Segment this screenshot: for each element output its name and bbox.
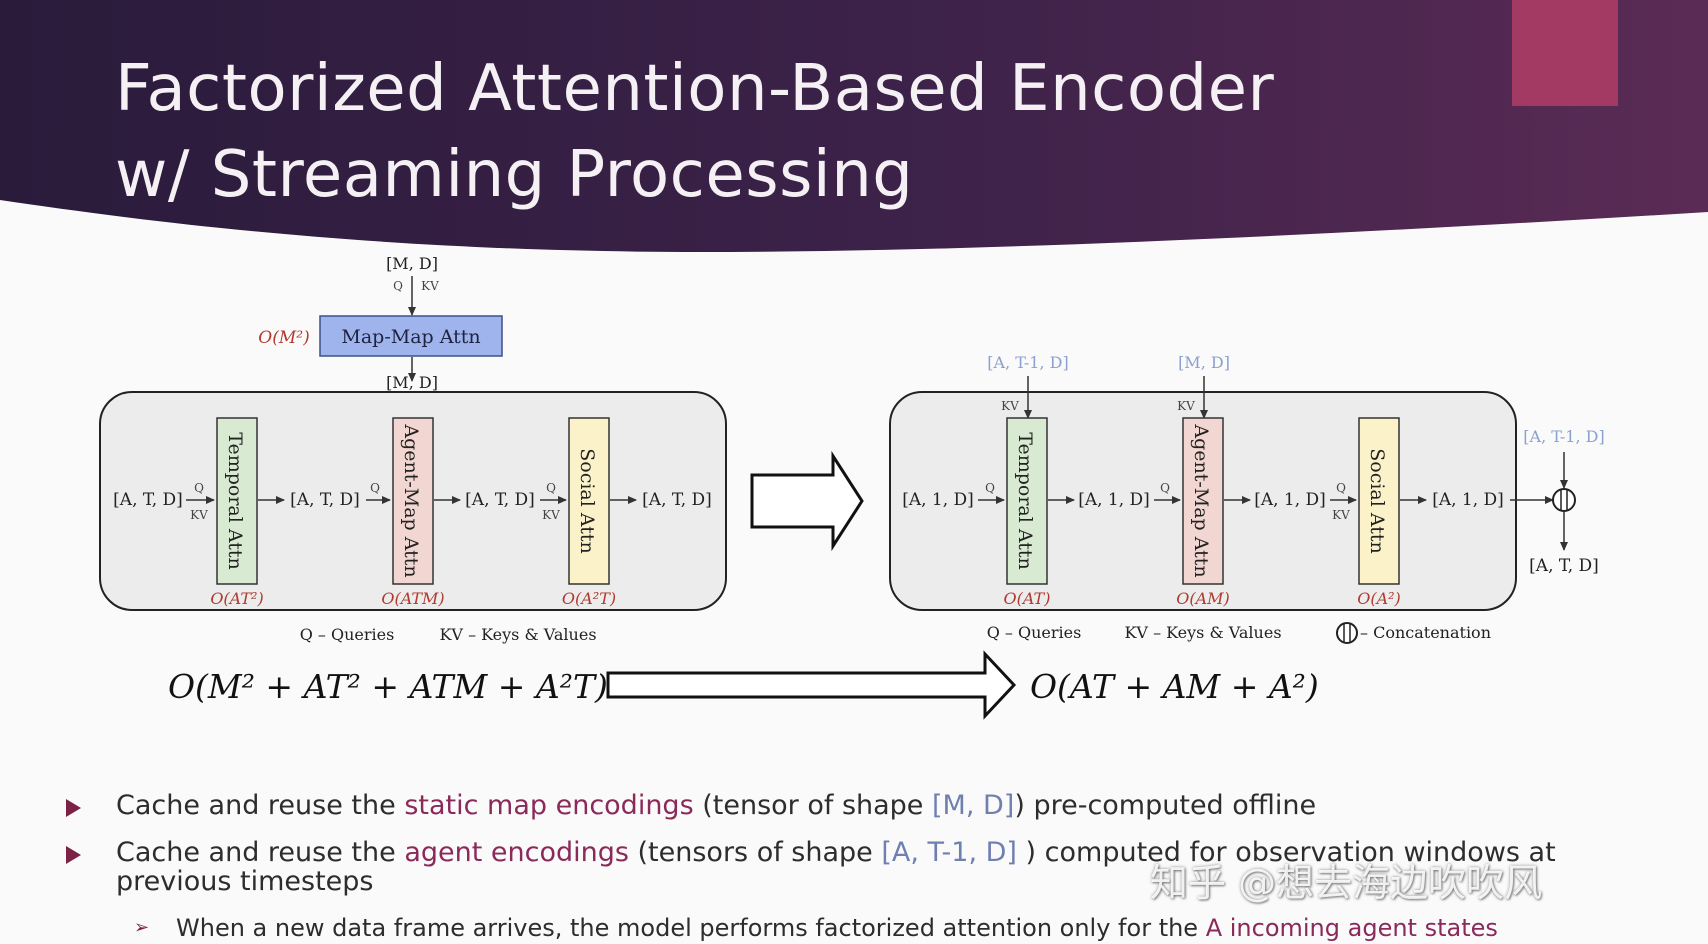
- left-legend-queries: Q – Queries: [300, 625, 395, 644]
- svg-text:KV: KV: [1001, 399, 1019, 413]
- left-agent-map-complexity: O(ATM): [381, 589, 444, 608]
- svg-text:KV: KV: [1177, 399, 1195, 413]
- left-diagram: [M, D] Q KV Map-Map Attn O(M²) [M, D] KV…: [99, 254, 727, 644]
- bullet-marker-icon: [66, 799, 81, 817]
- shape-agent: [A, T-1, D]: [881, 837, 1017, 868]
- highlight-incoming-states: A incoming agent states: [1205, 914, 1498, 942]
- left-agent-map-attn-box: [392, 417, 434, 585]
- bullet-item-2: Cache and reuse the agent encodings (ten…: [116, 837, 1556, 868]
- map-complexity: O(M²): [258, 328, 309, 348]
- sub-bullet-chevron-icon: ➢: [134, 917, 150, 938]
- left-temporal-attn-label: Temporal Attn: [224, 432, 246, 569]
- transition-arrow: [750, 450, 864, 552]
- right-temporal-attn-box: [1006, 417, 1048, 585]
- slide-title-line-1: Factorized Attention-Based Encoder: [115, 52, 1275, 126]
- right-after-temporal-label: [A, 1, D]: [1078, 490, 1150, 510]
- svg-text:Q: Q: [985, 481, 995, 495]
- left-social-complexity: O(A²T): [562, 589, 616, 608]
- right-cache-agent-label: [A, T-1, D]: [987, 353, 1068, 372]
- right-social-attn-box: [1358, 417, 1400, 585]
- left-temporal-complexity: O(AT²): [210, 589, 263, 608]
- left-output-label: [A, T, D]: [642, 490, 712, 510]
- map-map-attn-label: Map-Map Attn: [341, 326, 480, 348]
- left-social-attn-label: Social Attn: [576, 448, 598, 554]
- concatenation-icon: [1552, 488, 1576, 512]
- left-agent-map-attn-label: Agent-Map Attn: [400, 423, 422, 577]
- right-agent-map-attn-box: [1182, 417, 1224, 585]
- complexity-after: O(AT + AM + A²): [1030, 667, 1319, 706]
- svg-text:Q: Q: [1160, 481, 1170, 495]
- bullet-item-1: Cache and reuse the static map encodings…: [116, 790, 1317, 821]
- left-kv-label-3: KV: [542, 508, 560, 522]
- right-legend-keys-values: KV – Keys & Values: [1124, 623, 1281, 642]
- highlight-agent-encodings: agent encodings: [404, 837, 629, 868]
- bullet-marker-icon: [66, 846, 81, 864]
- right-input-label: [A, 1, D]: [902, 490, 974, 510]
- right-concat-input-label: [A, T-1, D]: [1523, 427, 1604, 446]
- right-cache-map-label: [M, D]: [1178, 353, 1230, 372]
- right-social-attn-label: Social Attn: [1366, 448, 1388, 554]
- map-output-label: [M, D]: [386, 373, 438, 392]
- left-temporal-attn-box: [216, 417, 258, 585]
- right-legend-concatenation: – Concatenation: [1360, 623, 1491, 642]
- shape-map: [M, D]: [932, 790, 1015, 821]
- map-map-attn-box: [319, 315, 503, 357]
- left-input-label: [A, T, D]: [113, 490, 183, 510]
- right-diagram: [A, T-1, D] [M, D] KV KV [A, 1, D] Q Tem…: [889, 353, 1605, 644]
- left-after-temporal-label: [A, T, D]: [290, 490, 360, 510]
- left-kv-label-1: KV: [190, 508, 208, 522]
- accent-square: [1512, 0, 1618, 106]
- slide-header: Factorized Attention-Based Encoder w/ St…: [0, 0, 1708, 290]
- left-q-label-1: Q: [194, 481, 204, 495]
- right-after-agent-map-label: [A, 1, D]: [1254, 490, 1326, 510]
- legend-concatenation-icon: [1336, 622, 1358, 644]
- left-q-label-3: Q: [546, 481, 556, 495]
- left-social-attn-box: [568, 417, 610, 585]
- map-q-label: Q: [393, 279, 403, 293]
- right-agent-map-attn-label: Agent-Map Attn: [1190, 423, 1212, 577]
- right-temporal-attn-label: Temporal Attn: [1014, 432, 1036, 569]
- right-social-complexity: O(A²): [1357, 589, 1401, 608]
- right-final-output-label: [A, T, D]: [1529, 556, 1599, 576]
- right-agent-map-complexity: O(AM): [1176, 589, 1230, 608]
- map-kv-label: KV: [421, 279, 439, 293]
- right-output-label: [A, 1, D]: [1432, 490, 1504, 510]
- map-input-label: [M, D]: [386, 254, 438, 273]
- svg-text:KV: KV: [1332, 508, 1350, 522]
- watermark: 知乎 @想去海边吹吹风: [1150, 861, 1543, 905]
- highlight-static-map: static map encodings: [404, 790, 694, 821]
- left-legend-keys-values: KV – Keys & Values: [439, 625, 596, 644]
- right-legend-queries: Q – Queries: [987, 623, 1082, 642]
- complexity-before: O(M² + AT² + ATM + A²T): [168, 667, 608, 706]
- left-after-agent-map-label: [A, T, D]: [465, 490, 535, 510]
- header-background: [0, 0, 1708, 252]
- right-temporal-complexity: O(AT): [1004, 589, 1051, 608]
- sub-bullet-item: When a new data frame arrives, the model…: [176, 914, 1498, 942]
- architecture-diagram: [M, D] Q KV Map-Map Attn O(M²) [M, D] KV…: [99, 254, 1605, 720]
- slide-title-line-2: w/ Streaming Processing: [115, 138, 914, 212]
- bullet-item-2-continuation: previous timesteps: [116, 866, 374, 897]
- complexity-arrow: [606, 650, 1017, 720]
- left-q-label-2: Q: [370, 481, 380, 495]
- svg-text:Q: Q: [1336, 481, 1346, 495]
